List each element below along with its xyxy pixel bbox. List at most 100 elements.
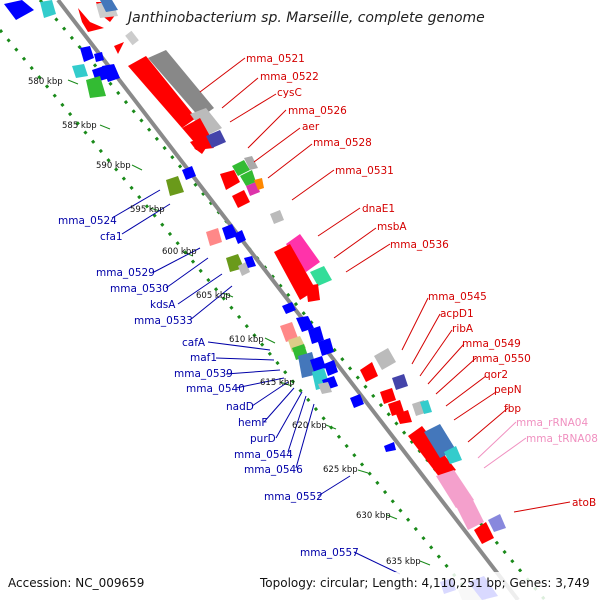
gene-label[interactable]: mma_0533: [134, 315, 193, 327]
gene-label[interactable]: pepN: [494, 384, 522, 396]
gene-label[interactable]: mma_0540: [186, 383, 245, 395]
gene-label[interactable]: qor2: [484, 369, 508, 381]
gene-forward[interactable]: [274, 244, 316, 300]
gene-reverse[interactable]: [94, 52, 104, 62]
gene-forward[interactable]: [286, 234, 320, 272]
gene-label[interactable]: dnaE1: [362, 203, 395, 215]
gene-reverse[interactable]: [324, 360, 338, 376]
gene-label[interactable]: mma_0521: [246, 53, 305, 65]
gene-forward[interactable]: [232, 190, 250, 208]
left-gene-labels: mma_0524 cfa1 mma_0529 mma_0530 kdsA mma…: [58, 215, 359, 559]
gene-label[interactable]: cysC: [277, 87, 302, 99]
gene-forward[interactable]: [206, 130, 226, 148]
gene-forward[interactable]: [148, 50, 214, 118]
gene-forward[interactable]: [128, 56, 196, 128]
gene-reverse[interactable]: [350, 394, 364, 408]
gene-reverse[interactable]: [310, 356, 326, 372]
gene-reverse[interactable]: [86, 76, 106, 98]
genome-summary-text: Topology: circular; Length: 4,110,251 bp…: [259, 576, 590, 590]
gene-forward[interactable]: [194, 148, 206, 154]
gene-reverse[interactable]: [182, 166, 196, 180]
gene-label[interactable]: aer: [302, 121, 320, 133]
kbp-tick: 625 kbp: [323, 465, 358, 475]
gene-forward[interactable]: [306, 284, 320, 302]
gene-forward[interactable]: [220, 170, 240, 190]
gene-forward[interactable]: [232, 160, 250, 176]
gene-label[interactable]: maf1: [190, 352, 217, 364]
gene-forward[interactable]: [240, 170, 256, 186]
gene-forward[interactable]: [244, 156, 258, 170]
gene-forward[interactable]: [182, 118, 210, 142]
gene-forward[interactable]: [190, 108, 222, 136]
gene-forward[interactable]: [408, 426, 456, 478]
gene-reverse[interactable]: [40, 0, 56, 18]
gene-forward[interactable]: [474, 522, 494, 544]
gene-label[interactable]: hemF: [238, 417, 267, 429]
gene-reverse[interactable]: [384, 442, 396, 452]
gene-forward[interactable]: [270, 210, 284, 224]
gene-reverse[interactable]: [308, 326, 324, 344]
gene-label[interactable]: mma_0539: [174, 368, 233, 380]
gene-forward[interactable]: [114, 42, 124, 54]
gene-label[interactable]: mma_0557: [300, 547, 359, 559]
gene-label[interactable]: mma_0531: [335, 165, 394, 177]
gene-label[interactable]: mma_0524: [58, 215, 117, 227]
gene-forward[interactable]: [310, 266, 332, 286]
kbp-tick: 620 kbp: [292, 421, 327, 431]
gene-reverse[interactable]: [282, 302, 296, 314]
gene-forward[interactable]: [488, 514, 506, 532]
gene-label[interactable]: mma_0549: [462, 338, 521, 350]
gene-label[interactable]: fbp: [504, 403, 521, 415]
gene-label[interactable]: nadD: [226, 401, 254, 413]
gene-forward[interactable]: [78, 8, 104, 32]
gene-label[interactable]: mma_0550: [472, 353, 531, 365]
gene-label[interactable]: mma_0530: [110, 283, 169, 295]
gene-forward[interactable]: [388, 400, 404, 416]
gene-forward[interactable]: [380, 388, 396, 404]
gene-reverse[interactable]: [80, 46, 94, 62]
gene-reverse[interactable]: [206, 228, 222, 246]
gene-label[interactable]: ribA: [452, 323, 474, 335]
gene-forward[interactable]: [392, 374, 408, 390]
gene-reverse[interactable]: [72, 64, 88, 78]
gene-label[interactable]: mma_0546: [244, 464, 303, 476]
gene-label[interactable]: mma_0528: [313, 137, 372, 149]
gene-forward[interactable]: [396, 410, 412, 424]
gene-reverse[interactable]: [100, 0, 118, 12]
gene-reverse[interactable]: [280, 322, 298, 342]
gene-label[interactable]: mma_0529: [96, 267, 155, 279]
gene-reverse[interactable]: [244, 256, 256, 268]
gene-label[interactable]: cfa1: [100, 231, 123, 243]
gene-label[interactable]: mma_tRNA08: [526, 433, 598, 445]
gene-label[interactable]: cafA: [182, 337, 206, 349]
gene-reverse[interactable]: [4, 0, 34, 20]
gene-forward[interactable]: [454, 494, 484, 530]
gene-forward[interactable]: [420, 400, 432, 414]
gene-reverse[interactable]: [102, 64, 120, 82]
gene-forward[interactable]: [254, 178, 264, 190]
gene-label[interactable]: mma_0526: [288, 105, 347, 117]
gene-reverse[interactable]: [166, 176, 184, 196]
gene-reverse[interactable]: [318, 382, 332, 394]
gene-label[interactable]: msbA: [377, 221, 407, 233]
gene-reverse[interactable]: [318, 338, 334, 356]
gene-reverse[interactable]: [222, 224, 238, 240]
gene-reverse[interactable]: [296, 316, 314, 332]
gene-label[interactable]: acpD1: [440, 308, 474, 320]
gene-forward[interactable]: [444, 446, 462, 464]
gene-label[interactable]: mma_0544: [234, 449, 293, 461]
gene-label[interactable]: mma_0545: [428, 291, 487, 303]
gene-label[interactable]: mma_0522: [260, 71, 319, 83]
gene-label[interactable]: mma_0552: [264, 491, 323, 503]
gene-label[interactable]: purD: [250, 433, 276, 445]
gene-label[interactable]: atoB: [572, 497, 596, 509]
gene-label[interactable]: mma_0536: [390, 239, 449, 251]
gene-forward[interactable]: [360, 362, 378, 382]
gene-forward[interactable]: [374, 348, 396, 370]
gene-label[interactable]: mma_rRNA04: [516, 417, 588, 429]
gene-forward[interactable]: [125, 30, 139, 46]
gene-label[interactable]: kdsA: [150, 299, 176, 311]
gene-reverse[interactable]: [234, 230, 246, 244]
gene-forward[interactable]: [424, 424, 456, 458]
gene-reverse[interactable]: [298, 352, 318, 378]
